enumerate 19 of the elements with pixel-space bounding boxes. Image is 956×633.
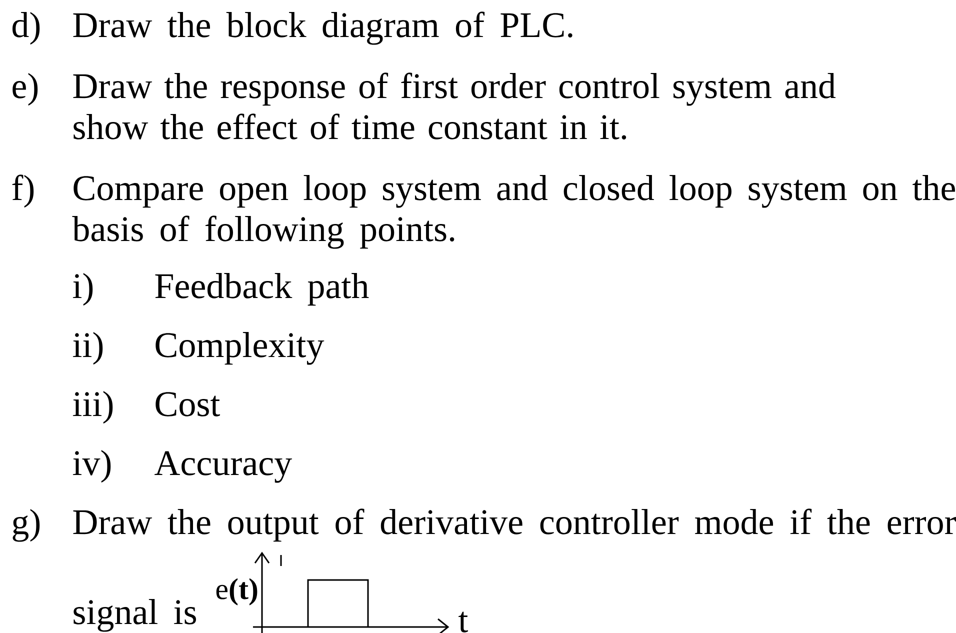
sub-item-number: iii) bbox=[72, 391, 113, 424]
sub-item-number: ii) bbox=[72, 332, 103, 365]
sub-item-number: i) bbox=[72, 273, 93, 306]
axis-label: t bbox=[458, 612, 468, 632]
sub-item-text: Accuracy bbox=[154, 451, 292, 483]
item-letter: f) bbox=[12, 174, 34, 208]
question-text: Draw the output of derivative controller mode if the error bbox=[73, 508, 956, 542]
item-letter: d) bbox=[12, 12, 40, 45]
item-letter: g) bbox=[12, 509, 40, 542]
axis-label: e(t) bbox=[216, 578, 258, 606]
question-text: Compare open loop system and closed loop system on the basis of following points. bbox=[72, 175, 955, 249]
sub-item-text: Cost bbox=[156, 392, 220, 416]
sub-item-text: Complexity bbox=[156, 332, 324, 365]
item-letter: e) bbox=[12, 73, 38, 106]
question-text: Draw the response of first order control system and show the effect of time constant in it. bbox=[73, 72, 836, 140]
sub-item-text: Feedback path bbox=[155, 273, 369, 306]
question-text: Draw the block diagram of PLC. bbox=[73, 12, 572, 45]
sub-item-number: iv) bbox=[72, 450, 111, 483]
question-text: signal is bbox=[74, 599, 196, 632]
